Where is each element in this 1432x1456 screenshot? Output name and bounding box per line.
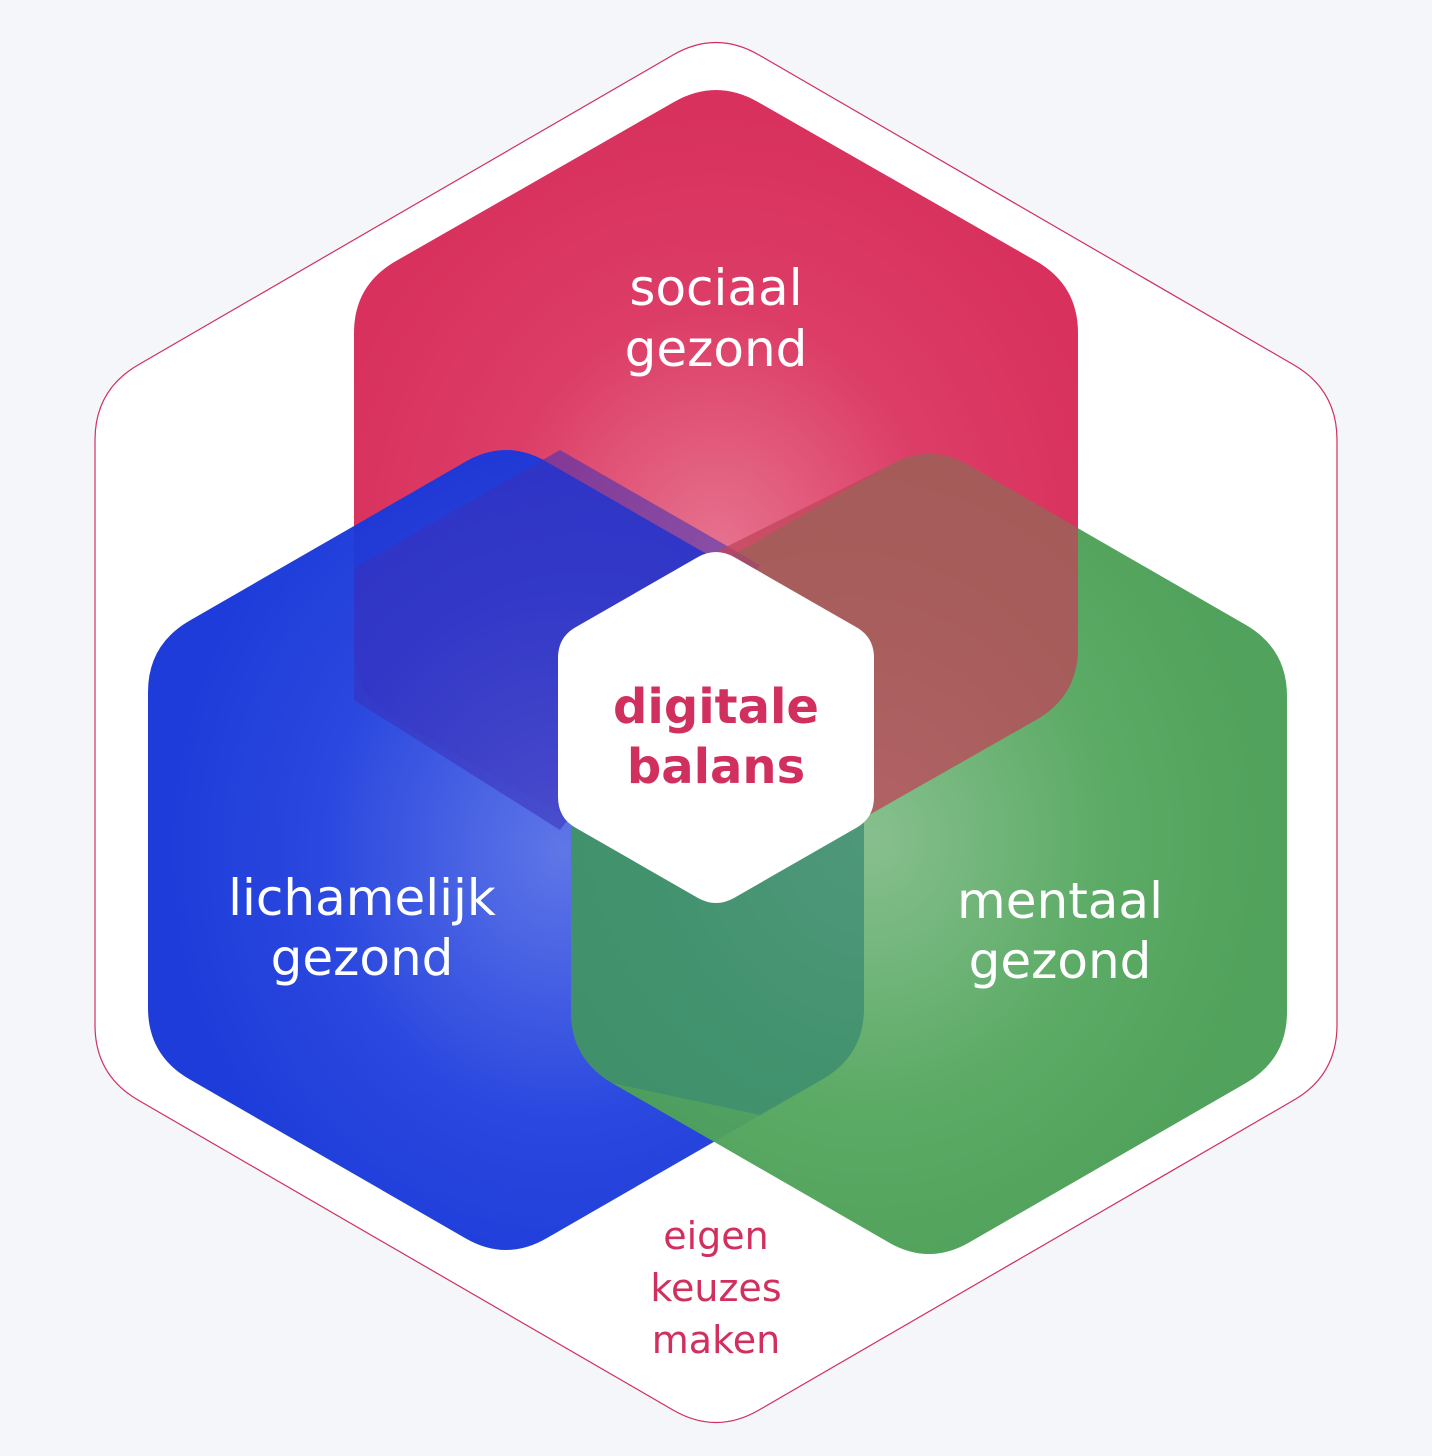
overlap-physical-mental xyxy=(571,820,864,1115)
center-label-line1: digitale xyxy=(613,679,819,735)
physical-label-line2: gezond xyxy=(271,929,454,987)
social-label-line2: gezond xyxy=(625,320,808,378)
hexagon-center xyxy=(558,552,874,903)
outer-label-line2: keuzes xyxy=(650,1266,781,1310)
mental-label-line1: mentaal xyxy=(957,872,1163,930)
center-label-line2: balans xyxy=(627,739,805,795)
mental-label-line2: gezond xyxy=(969,932,1152,990)
physical-label-line1: lichamelijk xyxy=(228,869,496,927)
outer-label-line1: eigen xyxy=(663,1214,769,1258)
social-label-line1: sociaal xyxy=(629,259,802,317)
overlap-social-physical xyxy=(354,450,760,830)
outer-label-line3: maken xyxy=(652,1318,780,1362)
